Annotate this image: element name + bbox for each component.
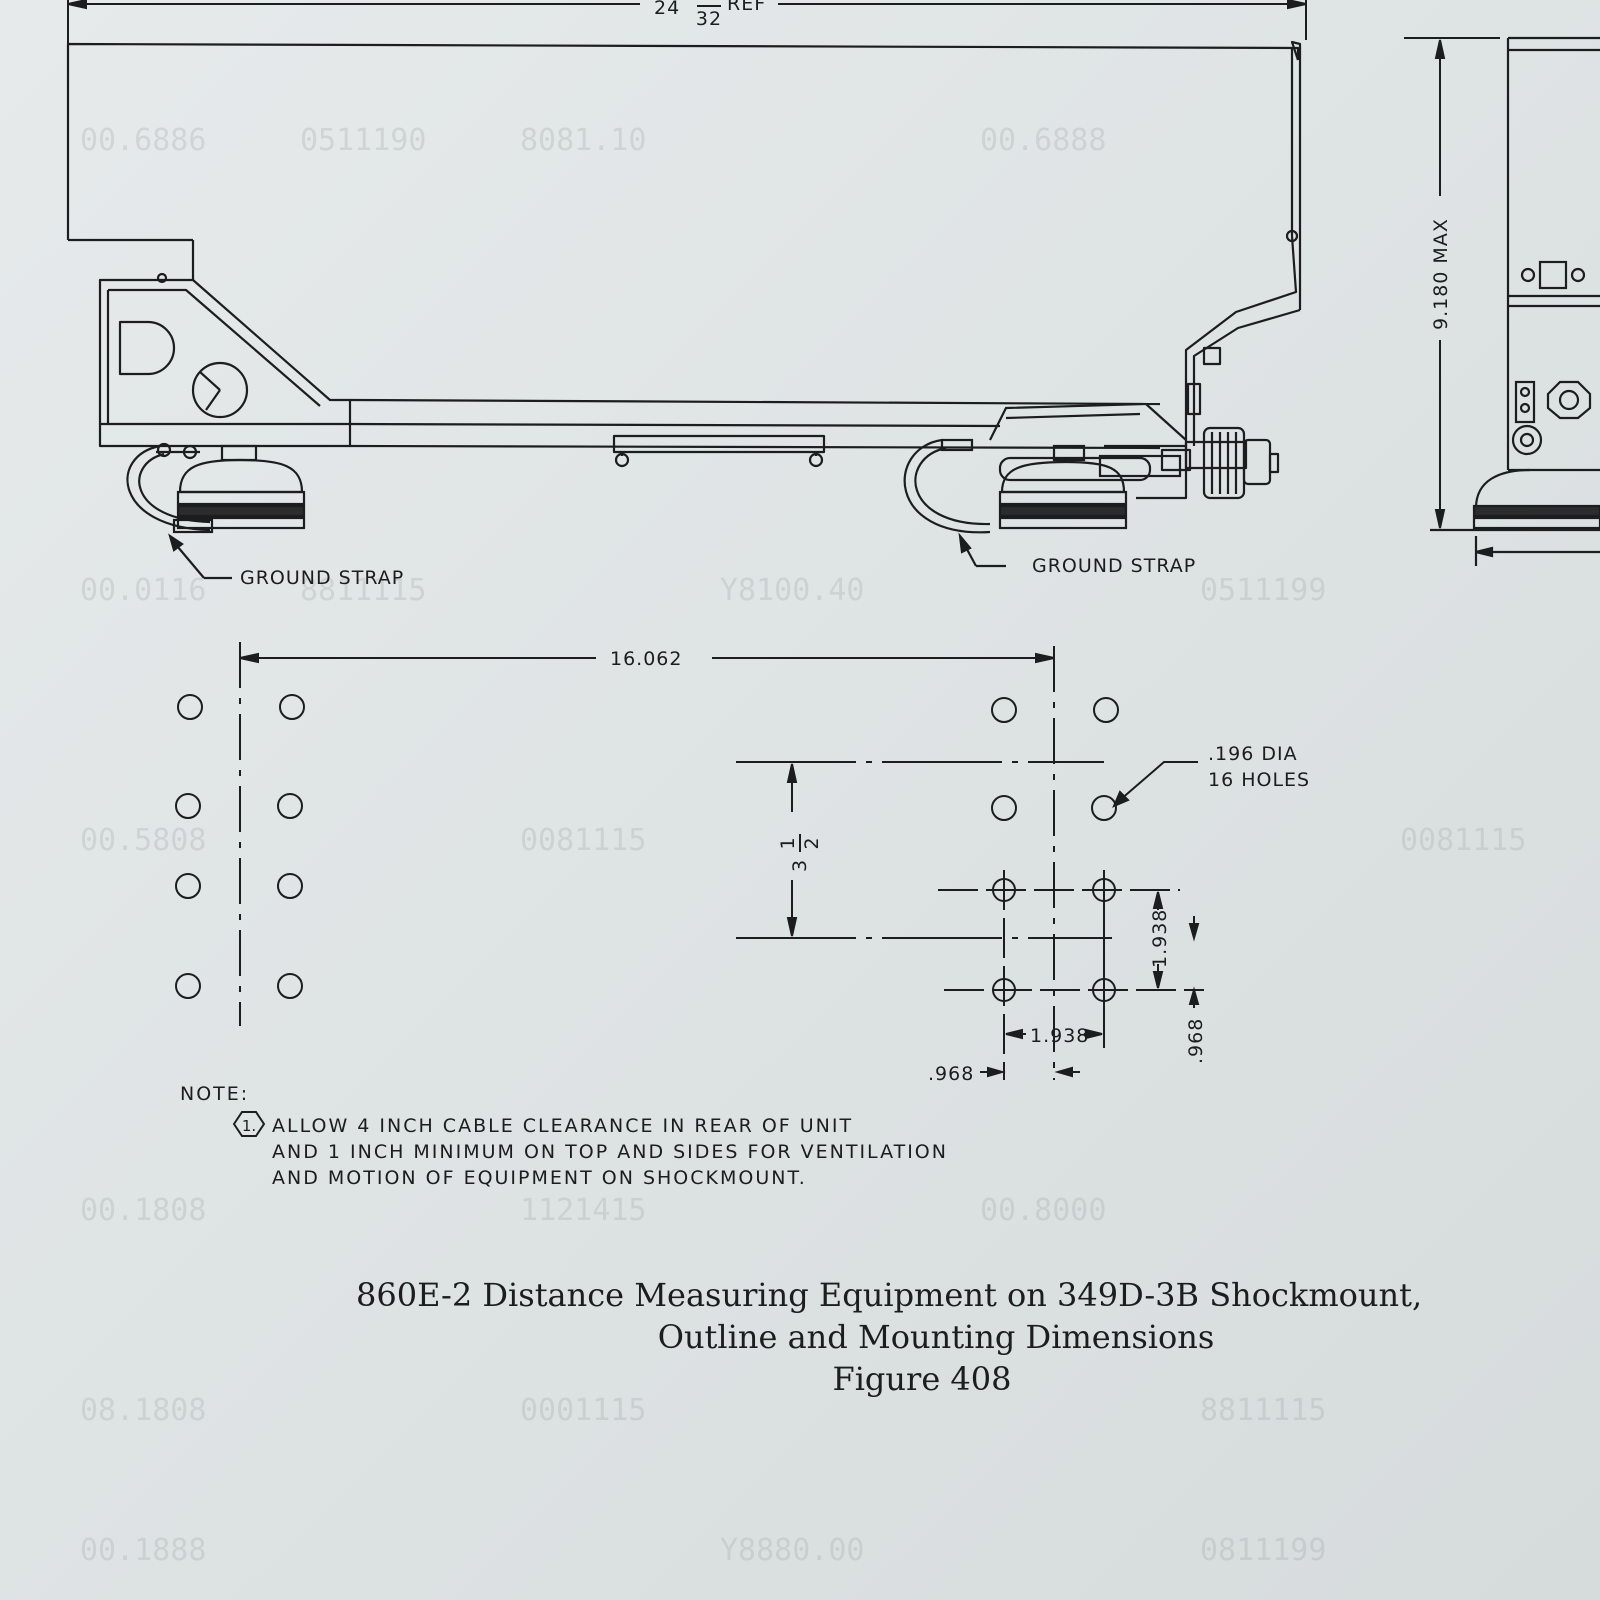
- overall-length-fraction-numerator: 1: [702, 0, 715, 3]
- note-line-1: ALLOW 4 INCH CABLE CLEARANCE IN REAR OF …: [272, 1115, 853, 1137]
- unit-end-view: [1430, 36, 1600, 566]
- svg-text:0081115: 0081115: [1400, 823, 1526, 858]
- svg-text:00.1888: 00.1888: [80, 1533, 206, 1568]
- overall-length-fraction-denominator: 32: [696, 8, 722, 30]
- note-heading: NOTE:: [180, 1083, 249, 1105]
- caption-figure-number: Figure 408: [832, 1360, 1011, 1398]
- svg-text:1121415: 1121415: [520, 1193, 646, 1228]
- center-offset-whole: 3: [789, 859, 811, 872]
- svg-text:00.0116: 00.0116: [80, 573, 206, 608]
- svg-text:8811115: 8811115: [1200, 1393, 1326, 1428]
- caption-line-1: 860E-2 Distance Measuring Equipment on 3…: [356, 1276, 1422, 1314]
- svg-text:00.6886: 00.6886: [80, 123, 206, 158]
- rear-mount-hole-pattern: [736, 646, 1204, 1080]
- note-line-3: AND MOTION OF EQUIPMENT ON SHOCKMOUNT.: [272, 1167, 807, 1189]
- svg-text:0511190: 0511190: [300, 123, 426, 158]
- rear-shock-isolator: [998, 444, 1182, 530]
- ground-strap-left: [126, 444, 232, 580]
- caption-line-2: Outline and Mounting Dimensions: [658, 1318, 1215, 1356]
- ground-strap-left-label: GROUND STRAP: [240, 567, 404, 589]
- offset-vertical-label: .968: [1185, 1018, 1207, 1064]
- svg-text:0081115: 0081115: [520, 823, 646, 858]
- hole-pattern-horizontal-label: 1.938: [1030, 1025, 1089, 1047]
- svg-text:Y8100.40: Y8100.40: [720, 573, 865, 608]
- note-marker: 1.: [232, 1111, 266, 1137]
- mount-spacing-label: 16.062: [610, 648, 682, 670]
- note-marker-text: 1.: [242, 1117, 256, 1135]
- svg-text:0001115: 0001115: [520, 1393, 646, 1428]
- svg-text:0811199: 0811199: [1200, 1533, 1326, 1568]
- overall-length-ref: REF: [727, 0, 766, 15]
- svg-text:8081.10: 8081.10: [520, 123, 646, 158]
- hole-spec-count: 16 HOLES: [1208, 769, 1310, 791]
- center-offset-dimension: 3 1 2: [777, 834, 823, 872]
- ground-strap-right: [903, 438, 1006, 568]
- height-dimension: [1404, 37, 1500, 529]
- svg-text:Y8880.00: Y8880.00: [720, 1533, 865, 1568]
- height-label: 9.180 MAX: [1430, 218, 1452, 330]
- svg-text:00.1808: 00.1808: [80, 1193, 206, 1228]
- ground-strap-right-label: GROUND STRAP: [1032, 555, 1196, 577]
- mount-spacing-dimension: [239, 652, 1055, 664]
- svg-text:08.1808: 08.1808: [80, 1393, 206, 1428]
- offset-horizontal-label: .968: [928, 1063, 974, 1085]
- overall-length-whole: 24: [654, 0, 680, 19]
- front-shock-isolator: [156, 442, 306, 530]
- svg-text:0511199: 0511199: [1200, 573, 1326, 608]
- hole-spec-diameter: .196 DIA: [1208, 743, 1298, 765]
- svg-text:00.6888: 00.6888: [980, 123, 1106, 158]
- center-offset-denominator: 2: [801, 836, 823, 849]
- overall-length-dimension: [67, 0, 1307, 44]
- front-mount-hole-pattern: [175, 642, 305, 1026]
- bleed-through-text: 00.6886 0511190 8081.10 00.6888 00.0116 …: [80, 123, 1526, 1568]
- svg-text:00.5808: 00.5808: [80, 823, 206, 858]
- svg-text:00.8000: 00.8000: [980, 1193, 1106, 1228]
- unit-side-view: [66, 40, 1302, 500]
- hole-pattern-vertical-label: 1.938: [1149, 909, 1171, 968]
- note-line-2: AND 1 INCH MINIMUM ON TOP AND SIDES FOR …: [272, 1141, 948, 1163]
- svg-text:8811115: 8811115: [300, 573, 426, 608]
- center-offset-numerator: 1: [777, 836, 799, 849]
